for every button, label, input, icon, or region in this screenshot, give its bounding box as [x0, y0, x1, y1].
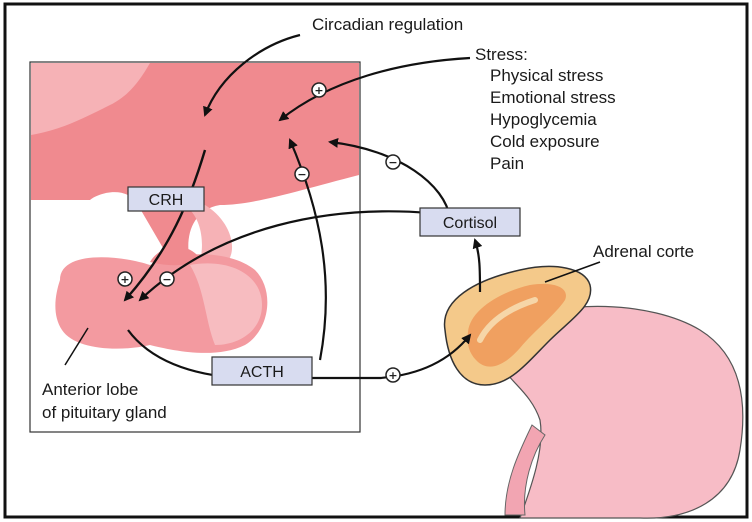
crh-box: CRH: [128, 187, 204, 211]
svg-text:+: +: [388, 369, 397, 382]
adrenal-label: Adrenal corte: [593, 242, 694, 261]
svg-text:−: −: [388, 156, 397, 169]
pituitary-label-line2: of pituitary gland: [42, 403, 167, 422]
svg-text:−: −: [297, 168, 306, 181]
sign-plus-crh: +: [118, 272, 132, 286]
stress-item: Pain: [490, 154, 524, 173]
acth-label: ACTH: [240, 364, 284, 381]
svg-text:+: +: [120, 273, 129, 286]
stress-item: Cold exposure: [490, 132, 600, 151]
stress-title: Stress:: [475, 45, 528, 64]
sign-minus-acth-feedback: −: [295, 167, 309, 181]
stress-item: Hypoglycemia: [490, 110, 597, 129]
pituitary-label-line1: Anterior lobe: [42, 380, 138, 399]
stress-item: Emotional stress: [490, 88, 616, 107]
circadian-label: Circadian regulation: [312, 15, 463, 34]
acth-box: ACTH: [212, 357, 312, 385]
cortisol-label: Cortisol: [443, 215, 497, 232]
sign-plus-stress: +: [312, 83, 326, 97]
stress-item: Physical stress: [490, 66, 603, 85]
sign-minus-cortisol-pituitary: −: [160, 272, 174, 286]
sign-plus-acth: +: [386, 368, 400, 382]
svg-text:+: +: [314, 84, 323, 97]
svg-text:−: −: [162, 273, 171, 286]
crh-label: CRH: [149, 192, 184, 209]
cortisol-box: Cortisol: [420, 208, 520, 236]
sign-minus-cortisol-hypothalamus: −: [386, 155, 400, 169]
